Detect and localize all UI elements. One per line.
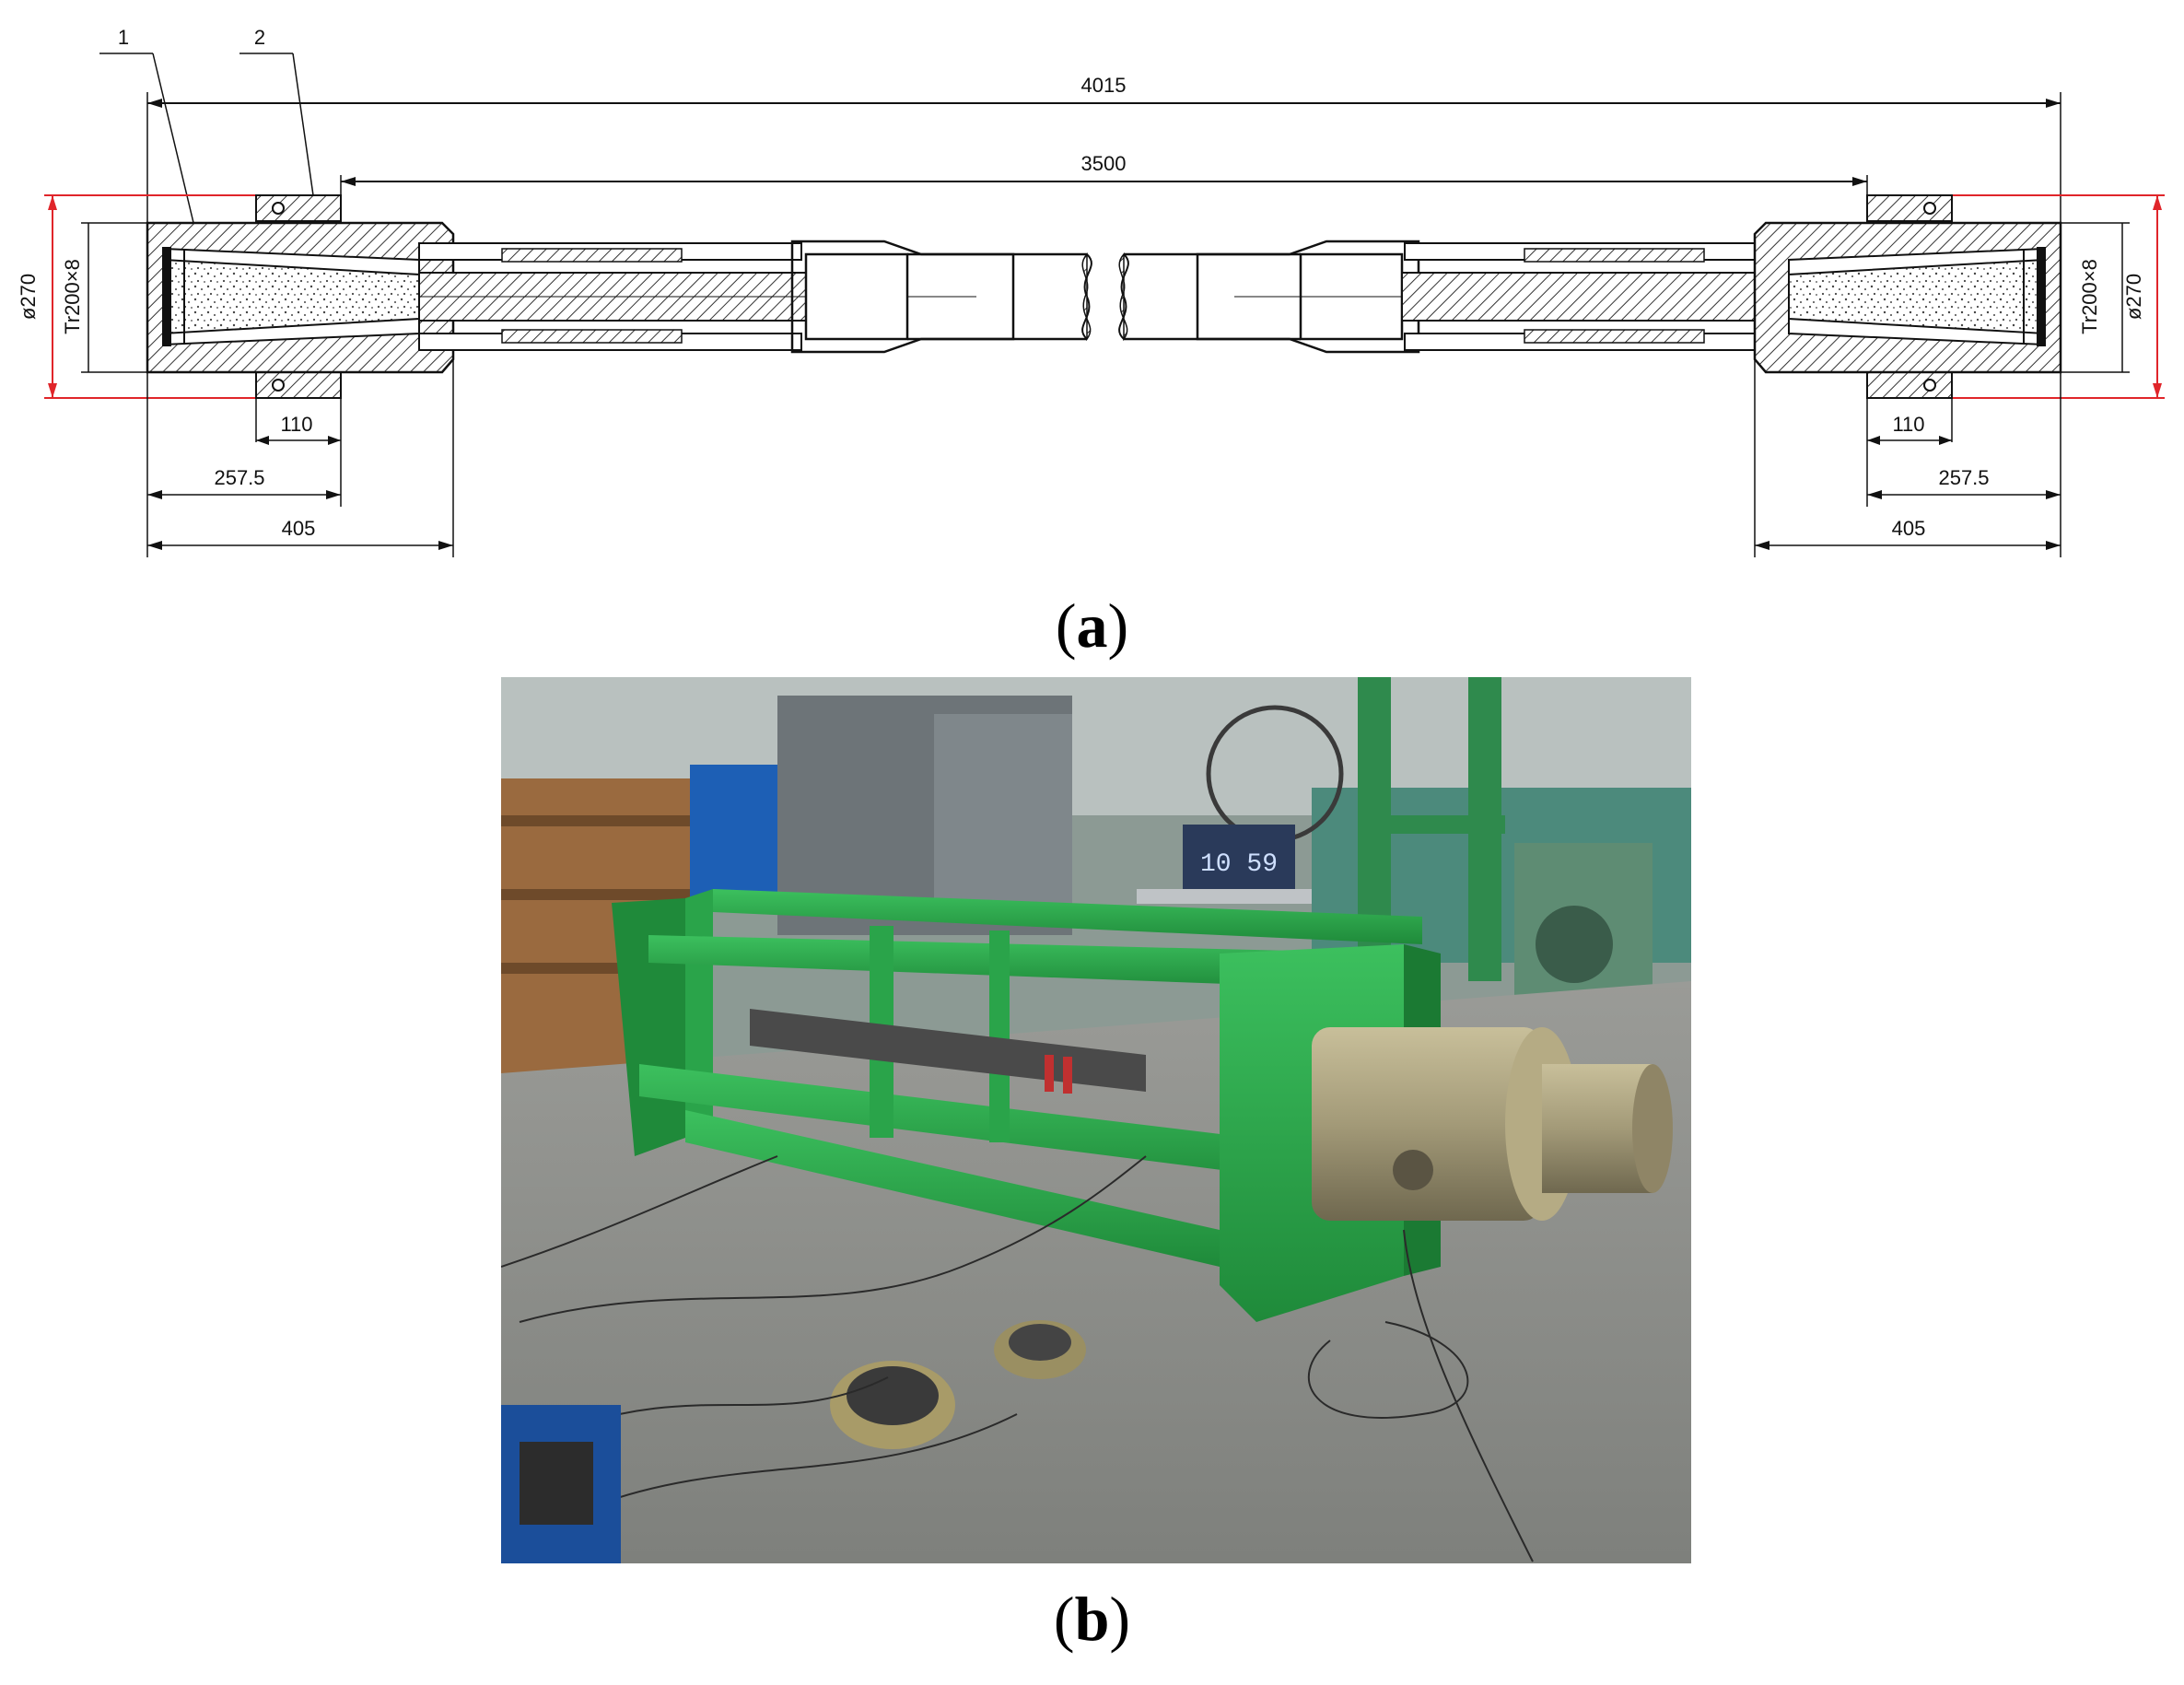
caption-a: (a) <box>1055 591 1129 661</box>
part-leader-2: 2 <box>239 26 314 196</box>
right-diameter-label: ø270 <box>2122 274 2145 320</box>
right-end-length-label: 405 <box>1892 517 1926 540</box>
left-collar-width-label: 110 <box>280 413 312 436</box>
right-lower-arrows <box>1755 436 2061 550</box>
right-lower-dimensions <box>1754 359 2061 557</box>
hydraulic-jack <box>1312 1027 1673 1221</box>
right-collar-bottom <box>1866 371 1953 399</box>
caption-b-letter: b <box>1074 1584 1110 1654</box>
engineering-drawing: 4015 3500 1 2 ø270 Tr200× <box>17 26 2165 557</box>
test-rig-photo: 10 59 <box>501 677 1691 1563</box>
right-thread-label: Tr200×8 <box>2078 259 2101 334</box>
right-collar-top <box>1866 194 1953 222</box>
part-label-1: 1 <box>118 26 129 49</box>
left-anchor-assembly <box>146 194 455 399</box>
dimension-inner-length: 3500 <box>340 152 1868 198</box>
inner-length-label: 3500 <box>1081 152 1127 175</box>
part-leader-1: 1 <box>99 26 196 231</box>
right-collar-offset-label: 257.5 <box>1938 466 1989 489</box>
left-tendon-bundle <box>418 240 1015 354</box>
laptop-display-reading: 10 59 <box>1200 850 1278 879</box>
diameter-arrows <box>48 195 2162 398</box>
overall-length-label: 4015 <box>1081 74 1127 97</box>
thread-dimension-lines <box>81 222 2130 373</box>
left-collar-top <box>255 194 342 222</box>
right-anchor-assembly <box>1753 194 2062 399</box>
right-collar-width-label: 110 <box>1892 413 1924 436</box>
left-collar-offset-label: 257.5 <box>214 466 264 489</box>
left-lower-dimensions <box>146 359 454 557</box>
left-thread-label: Tr200×8 <box>61 259 84 334</box>
part-label-2: 2 <box>254 26 265 49</box>
left-lower-arrows <box>147 436 453 550</box>
left-end-length-label: 405 <box>282 517 316 540</box>
right-tendon-bundle <box>1196 240 1792 354</box>
caption-a-letter: a <box>1076 591 1108 661</box>
dimension-overall-length: 4015 <box>146 74 2061 226</box>
laptop-screen <box>1183 825 1295 896</box>
green-test-frame <box>612 889 1441 1322</box>
red-diameter-lines <box>44 194 2165 399</box>
left-diameter-label: ø270 <box>17 274 40 320</box>
caption-b: (b) <box>1053 1584 1131 1654</box>
left-collar-bottom <box>255 371 342 399</box>
